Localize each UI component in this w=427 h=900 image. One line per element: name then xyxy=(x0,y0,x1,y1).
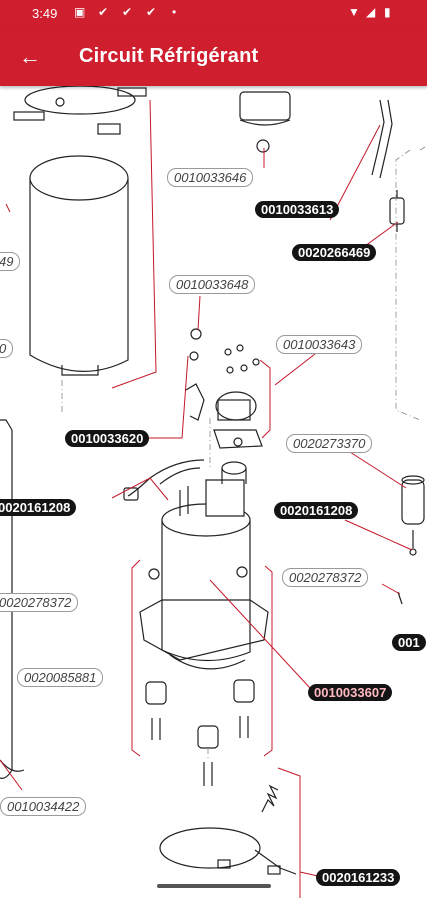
part-label-0020278372-right[interactable]: 0020278372 xyxy=(282,568,369,587)
part-label-0010034422[interactable]: 0010034422 xyxy=(0,797,87,816)
part-label-partial-0[interactable]: 0 xyxy=(0,339,14,358)
part-label-partial-001[interactable]: 001 xyxy=(392,634,426,651)
diagram-drawing xyxy=(0,86,427,898)
page-title: Circuit Réfrigérant xyxy=(79,45,259,67)
part-label-0010033613[interactable]: 0010033613 xyxy=(255,201,340,218)
part-label-partial-49[interactable]: 49 xyxy=(0,252,21,271)
check-icon: ✔ xyxy=(146,5,157,19)
part-label-0010033620[interactable]: 0010033620 xyxy=(65,430,150,447)
status-time: 3:49 xyxy=(32,6,58,21)
arrow-left-icon: ← xyxy=(19,44,41,69)
part-label-0020278372-left[interactable]: 0020278372 xyxy=(0,593,79,612)
check-icon: ✔ xyxy=(122,5,133,19)
part-label-0020161208-left[interactable]: 0020161208 xyxy=(0,499,77,516)
app-bar: ← Circuit Réfrigérant xyxy=(0,28,427,86)
home-indicator[interactable] xyxy=(157,884,271,888)
back-button[interactable]: ← xyxy=(14,42,46,72)
part-label-0020161233[interactable]: 0020161233 xyxy=(316,869,401,886)
part-label-0020266469[interactable]: 0020266469 xyxy=(292,244,377,261)
check-icon: ✔ xyxy=(98,5,109,19)
part-label-0010033643[interactable]: 0010033643 xyxy=(276,335,363,354)
part-label-0010033607[interactable]: 0010033607 xyxy=(308,684,393,701)
notification-a-icon: ▣ xyxy=(74,5,86,19)
exploded-parts-diagram[interactable]: 0010033646 0010033613 0020266469 0010033… xyxy=(0,86,427,900)
part-label-0020273370[interactable]: 0020273370 xyxy=(286,434,373,453)
part-label-0010033646[interactable]: 0010033646 xyxy=(167,168,254,187)
part-label-0020161208-right[interactable]: 0020161208 xyxy=(274,502,359,519)
status-bar: 3:49 ▣ ✔ ✔ ✔ • ▼ ◢ ▮ xyxy=(0,0,427,28)
wifi-icon: ▼ xyxy=(348,5,360,19)
dot-icon: • xyxy=(172,5,177,19)
part-label-0010033648[interactable]: 0010033648 xyxy=(169,275,256,294)
signal-icon: ◢ xyxy=(366,5,376,19)
battery-icon: ▮ xyxy=(384,5,391,19)
part-label-0020085881[interactable]: 0020085881 xyxy=(17,668,104,687)
